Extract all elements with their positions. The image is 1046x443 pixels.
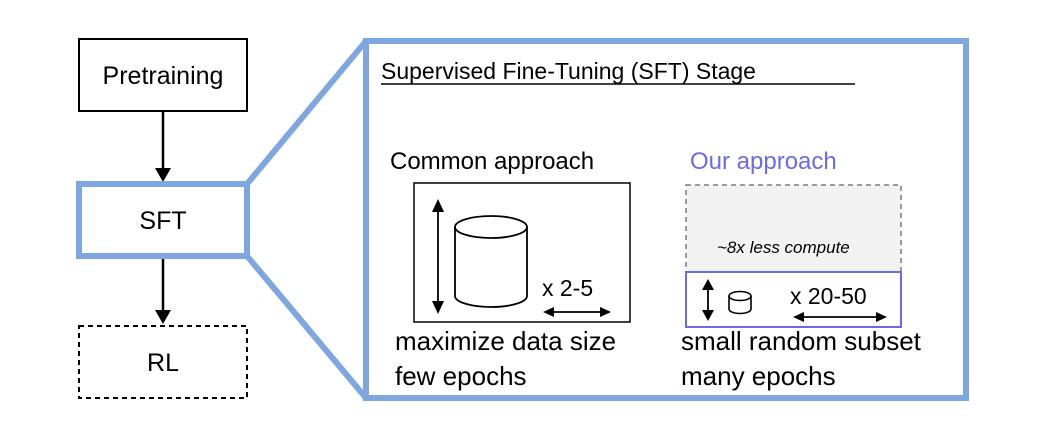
pretraining-box xyxy=(78,38,248,112)
arrow-head-1 xyxy=(155,168,171,182)
small-dataset-cylinder-icon xyxy=(728,290,752,315)
rl-box xyxy=(78,325,248,399)
sft-box xyxy=(76,181,250,259)
common-caption-line2: few epochs xyxy=(395,361,527,391)
common-caption-line1: maximize data size xyxy=(395,326,616,356)
stage-title: Supervised Fine-Tuning (SFT) Stage xyxy=(381,58,756,84)
our-epochs-arrow xyxy=(793,312,887,322)
rl-label: RL xyxy=(147,349,179,377)
zoom-line-bottom xyxy=(244,254,369,400)
sft-label: SFT xyxy=(139,207,186,235)
common-epochs-label: x 2-5 xyxy=(542,275,593,301)
pretraining-label: Pretraining xyxy=(103,62,224,90)
data-size-arrow xyxy=(432,199,444,314)
our-epochs-label: x 20-50 xyxy=(790,283,867,309)
large-dataset-cylinder-icon xyxy=(454,215,528,308)
compute-savings-label: ~8x less compute xyxy=(717,238,850,257)
arrow-head-2 xyxy=(155,310,171,324)
zoom-line-top xyxy=(244,39,369,186)
our-caption-line1: small random subset xyxy=(681,326,922,356)
our-caption-line2: many epochs xyxy=(681,361,836,391)
compute-savings-box xyxy=(685,184,902,273)
our-approach-heading: Our approach xyxy=(690,148,837,175)
small-data-size-arrow xyxy=(702,279,714,321)
common-approach-heading: Common approach xyxy=(390,148,594,175)
common-epochs-arrow xyxy=(543,307,611,317)
